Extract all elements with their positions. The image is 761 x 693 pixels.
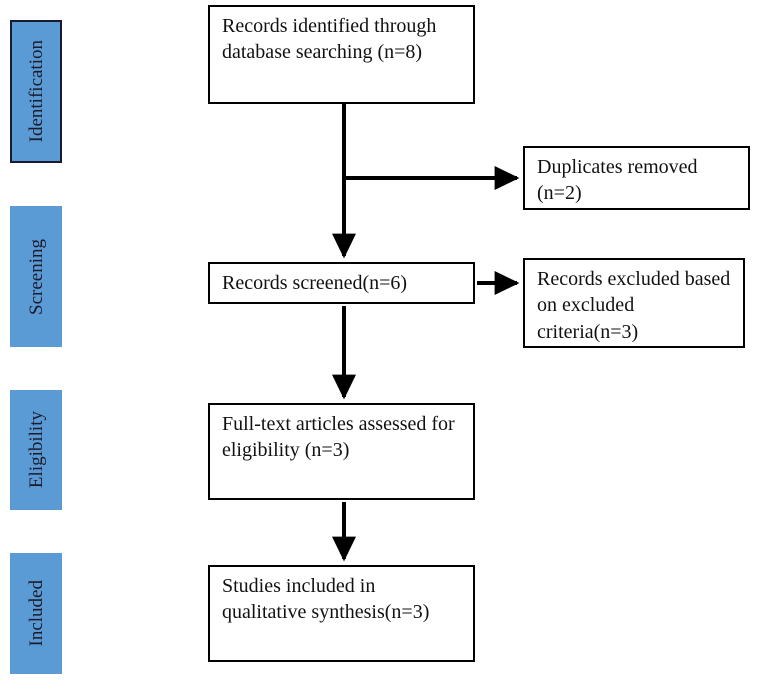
phase-label-eligibility-text: Eligibility (25, 411, 47, 489)
box-records-excluded: Records excluded based on excluded crite… (523, 258, 745, 348)
box-fulltext-assessed-text: Full-text articles assessed for eligibil… (222, 413, 455, 462)
phase-label-screening-text: Screening (25, 238, 47, 315)
box-studies-included: Studies included in qualitative synthesi… (208, 565, 475, 662)
box-studies-included-text: Studies included in qualitative synthesi… (222, 575, 430, 624)
box-duplicates-removed: Duplicates removed (n=2) (523, 146, 750, 210)
box-records-identified-text: Records identified through database sear… (222, 15, 437, 64)
phase-label-included-text: Included (25, 580, 47, 647)
box-records-identified: Records identified through database sear… (208, 5, 475, 104)
box-duplicates-removed-text: Duplicates removed (n=2) (537, 156, 698, 205)
box-records-screened-text: Records screened(n=6) (222, 271, 408, 294)
box-fulltext-assessed: Full-text articles assessed for eligibil… (208, 403, 475, 500)
box-records-screened: Records screened(n=6) (208, 262, 475, 304)
box-records-excluded-text: Records excluded based on excluded crite… (537, 268, 731, 343)
phase-label-identification-text: Identification (25, 40, 47, 143)
phase-label-screening: Screening (10, 206, 62, 347)
phase-label-identification: Identification (10, 20, 62, 163)
phase-label-eligibility: Eligibility (10, 390, 62, 510)
phase-label-included: Included (10, 553, 62, 674)
